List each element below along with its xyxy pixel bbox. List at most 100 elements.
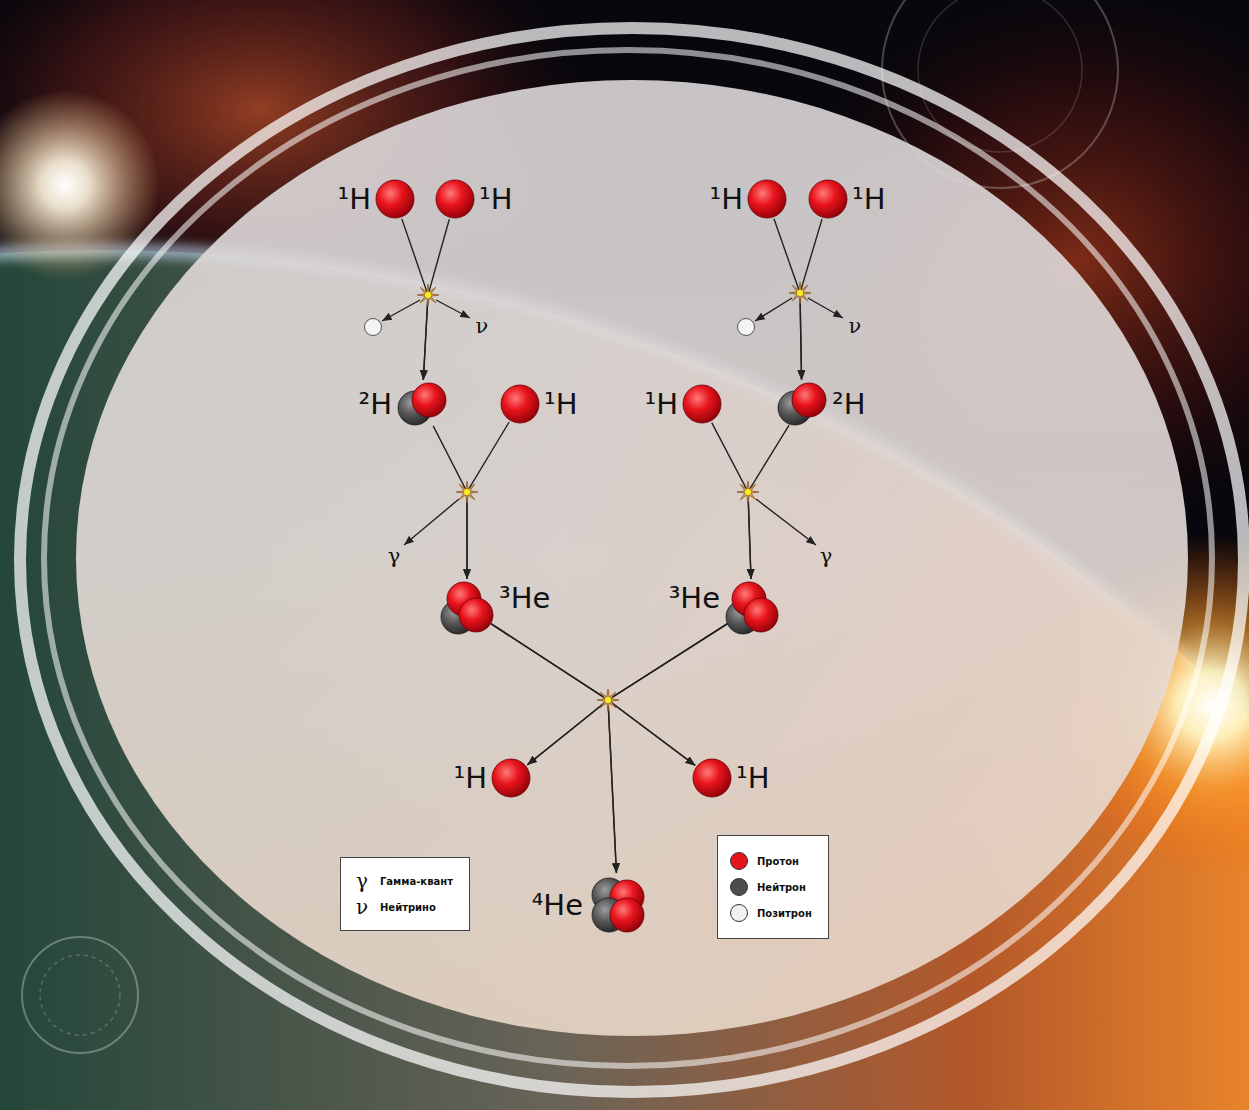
positron (365, 319, 382, 336)
nuclide-label: ¹H (645, 390, 678, 419)
nuclide-label: ¹H (544, 390, 577, 419)
reaction-arrow (491, 624, 608, 765)
particle-node: ³He (724, 580, 780, 636)
proton-ball (809, 180, 847, 218)
legend-swatch (730, 878, 748, 896)
proton-ball (459, 598, 493, 632)
proton-ball (683, 385, 721, 423)
legend-box: ПротонНейтронПозитрон (717, 835, 829, 939)
particle-node: ¹H (747, 179, 787, 219)
legend-row: Позитрон (730, 904, 812, 922)
nuclide-label: ¹H (852, 185, 885, 214)
nucleus-graphic (776, 381, 828, 427)
proton-ball (792, 383, 826, 417)
star-core (797, 290, 803, 296)
positron-arrow (755, 298, 792, 321)
decor-ring (22, 937, 138, 1053)
star-core (745, 489, 751, 495)
proton-ball (492, 759, 530, 797)
legend-symbol: γ (353, 870, 371, 892)
particle-node: ¹H (500, 384, 540, 424)
proton-ball (436, 180, 474, 218)
legend-row: Протон (730, 852, 812, 870)
nucleus-graphic (808, 179, 848, 219)
nucleus-graphic (692, 758, 732, 798)
positron (738, 319, 755, 336)
reaction-arrow (527, 624, 727, 765)
legend-row: Нейтрон (730, 878, 812, 896)
neutrino-arrow (808, 298, 843, 318)
legend-swatch (730, 852, 748, 870)
reaction-star (417, 284, 439, 306)
decor-ring (40, 955, 120, 1035)
nuclide-label: ¹H (454, 764, 487, 793)
legend-row: γ Гамма-квант (353, 870, 453, 892)
legend-symbol: ν (353, 896, 371, 918)
legend-text: Протон (757, 856, 799, 867)
legend-row: ν Нейтрино (353, 896, 453, 918)
particle-symbol: ν (476, 316, 489, 337)
nuclide-label: ²H (359, 390, 392, 419)
star-burst (789, 282, 811, 304)
reaction-arrow (712, 423, 751, 579)
nuclide-label: ³He (499, 584, 550, 613)
star-burst (597, 689, 619, 711)
particle-node: ¹H (682, 384, 722, 424)
proton-ball (412, 383, 446, 417)
reaction-arrow (608, 624, 728, 873)
neutrino-arrow (436, 300, 470, 318)
reaction-arrow (748, 425, 789, 579)
particle-node: ¹H (491, 758, 531, 798)
nucleus-graphic (500, 384, 540, 424)
particle-node: ¹H (808, 179, 848, 219)
inner-ring (44, 50, 1212, 1066)
nuclide-label: ¹H (736, 764, 769, 793)
nucleus-graphic (375, 179, 415, 219)
diagram-ground (76, 80, 1188, 1036)
legend-box: γ Гамма-квант ν Нейтрино (340, 857, 470, 931)
legend-text: Гамма-квант (380, 876, 453, 887)
reaction-star (789, 282, 811, 304)
gamma-arrow (756, 499, 816, 545)
reaction-star (737, 481, 759, 503)
nuclide-label: ²H (832, 390, 865, 419)
particle-node: ¹H (375, 179, 415, 219)
nucleus-graphic (587, 874, 649, 936)
reaction-arrow (433, 426, 467, 579)
reaction-arrow (608, 624, 728, 766)
legend-text: Позитрон (757, 908, 812, 919)
legend-swatch (730, 904, 748, 922)
star-core (425, 292, 431, 298)
star-burst (456, 481, 478, 503)
nucleus-graphic (747, 179, 787, 219)
particle-node: ²H (396, 381, 448, 427)
legend-text: Нейтрон (757, 882, 806, 893)
nucleus-graphic (396, 381, 448, 427)
proton-ball (376, 180, 414, 218)
reaction-arrow (491, 624, 695, 766)
particle-symbol: γ (820, 546, 833, 567)
positron-arrow (382, 300, 420, 321)
nucleus-graphic (724, 580, 780, 636)
proton-ball (748, 180, 786, 218)
legend-text: Нейтрино (380, 902, 436, 913)
particle-symbol: γ (388, 546, 401, 567)
star-burst (737, 481, 759, 503)
nucleus-graphic (491, 758, 531, 798)
particle-symbol: ν (849, 316, 862, 337)
particle-node: ²H (776, 381, 828, 427)
particle-node: ³He (439, 580, 495, 636)
proton-ball (693, 759, 731, 797)
star-core (605, 697, 611, 703)
nuclide-label: ¹H (338, 185, 371, 214)
nuclide-label: ⁴He (532, 891, 583, 920)
outer-ring (20, 28, 1244, 1092)
proton-ball (610, 898, 644, 932)
reaction-arrow (774, 219, 802, 380)
star-core (464, 489, 470, 495)
nuclide-label: ¹H (710, 185, 743, 214)
